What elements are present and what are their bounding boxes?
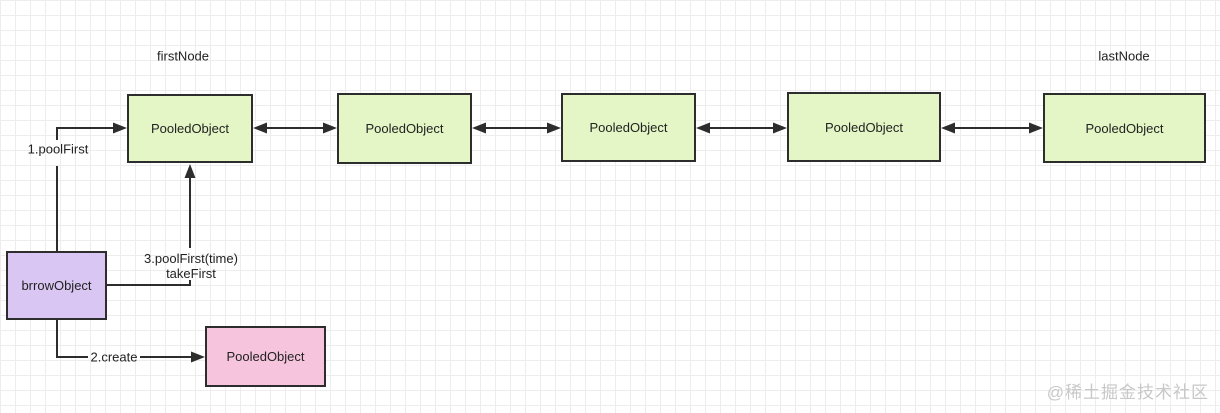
node-brrow-object: brrowObject (6, 251, 107, 320)
label-create: 2.create (91, 350, 138, 365)
node-pooled-object-created: PooledObject (205, 326, 326, 387)
node-pooled-object-3: PooledObject (561, 93, 696, 162)
edge-create-segment-0 (56, 319, 88, 358)
first-node-label: firstNode (156, 48, 210, 64)
link-node2-node3-arrow-left-icon (472, 122, 486, 134)
edge-take-first-segment-0 (106, 280, 191, 286)
watermark: @稀土掘金技术社区 (1046, 383, 1209, 402)
node-label: PooledObject (824, 119, 904, 135)
edge-take-first-arrow-icon (184, 164, 196, 178)
link-node3-node4-arrow-left-icon (696, 122, 710, 134)
node-label: PooledObject (365, 121, 444, 136)
node-label: PooledObject (226, 349, 305, 364)
node-label: PooledObject (150, 121, 230, 136)
link-node4-node5-arrow-right-icon (1029, 122, 1043, 134)
edge-pool-first-segment-1 (56, 127, 115, 140)
label-take-first: 3.poolFirst(time)takeFirst (144, 251, 238, 281)
link-node1-node2-arrow-left-icon (253, 122, 267, 134)
node-pooled-object-1: PooledObject (127, 94, 253, 163)
label-take-first-line-1: takeFirst (166, 266, 216, 281)
link-node4-node5-arrow-left-icon (941, 122, 955, 134)
label-pool-first: 1.poolFirst (28, 142, 89, 157)
label-create-line-0: 2.create (90, 349, 138, 365)
node-label: PooledObject (1085, 120, 1164, 136)
node-label: PooledObject (589, 120, 668, 135)
last-node-label: lastNode (1098, 48, 1150, 64)
node-label: brrowObject (21, 278, 92, 293)
edge-create-arrow-icon (191, 351, 205, 363)
link-node3-node4-arrow-right-icon (773, 122, 787, 134)
node-pooled-object-5: PooledObject (1043, 93, 1206, 163)
node-pooled-object-4: PooledObject (787, 92, 941, 162)
edge-pool-first-arrow-icon (113, 122, 127, 134)
link-node2-node3-arrow-right-icon (547, 122, 561, 134)
node-pooled-object-2: PooledObject (337, 93, 472, 164)
label-pool-first-line-0: 1.poolFirst (27, 141, 89, 157)
link-node1-node2-arrow-right-icon (323, 122, 337, 134)
label-take-first-line-0: 3.poolFirst(time) (144, 251, 238, 266)
